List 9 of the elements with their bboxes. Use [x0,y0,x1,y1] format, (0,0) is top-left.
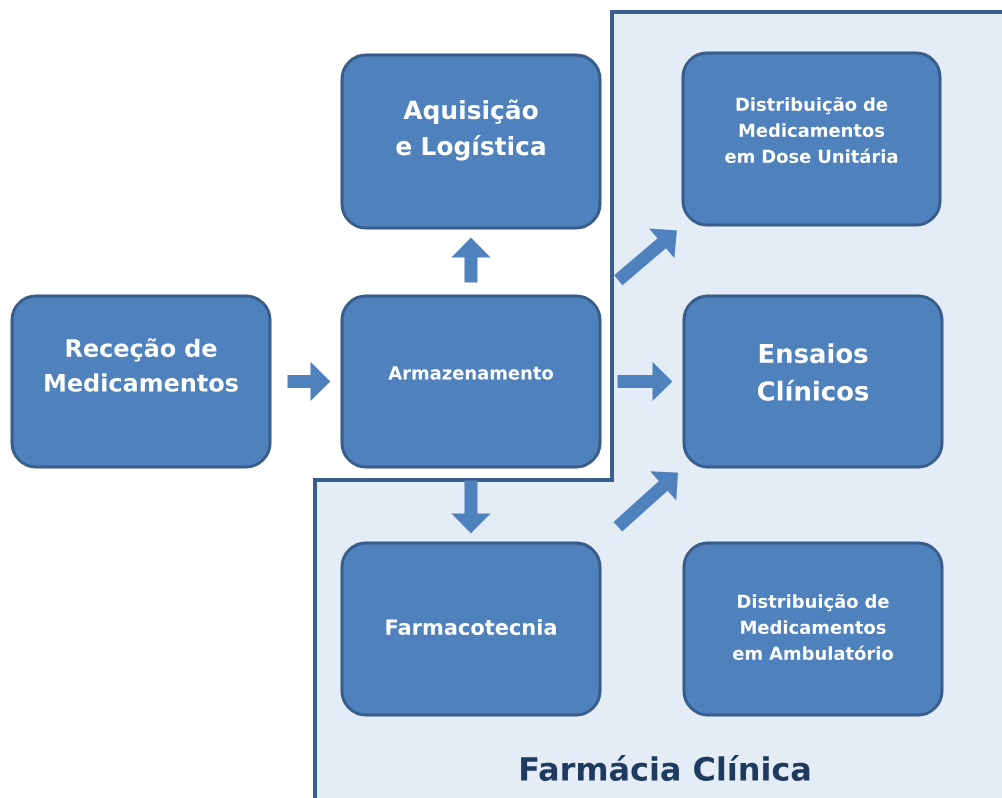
process-box: Farmacotecnia [340,541,602,717]
process-box: Armazenamento [340,294,602,469]
block-arrow [613,471,678,532]
process-box: Ensaios Clínicos [682,294,944,469]
process-box: Distribuição de Medicamentos em Ambulatório [682,541,944,717]
process-box: Aquisição e Logística [340,53,602,230]
process-box: Distribuição de Medicamentos em Dose Unitária [681,51,942,227]
block-arrow [614,228,677,286]
process-box: Receção de Medicamentos [10,294,272,469]
